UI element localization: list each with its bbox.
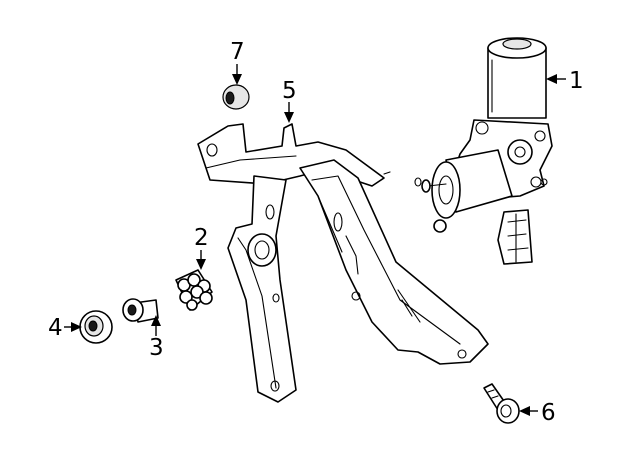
callout-3: 3 xyxy=(149,335,164,361)
part-2-bushing-cluster xyxy=(175,269,213,311)
callout-1: 1 xyxy=(569,68,584,94)
actuator-motor-assembly xyxy=(414,37,553,265)
part-3-pin xyxy=(122,298,159,323)
callout-4: 4 xyxy=(48,315,63,341)
part-4-nut xyxy=(79,310,113,344)
callout-leaders xyxy=(64,64,566,416)
part-7-grommet xyxy=(222,84,250,110)
callout-7: 7 xyxy=(230,39,245,65)
part-6-bolt xyxy=(483,383,520,424)
callout-5: 5 xyxy=(282,78,297,104)
callout-2: 2 xyxy=(194,225,209,251)
pedal-bracket-assembly xyxy=(197,123,489,403)
callout-6: 6 xyxy=(541,400,556,426)
